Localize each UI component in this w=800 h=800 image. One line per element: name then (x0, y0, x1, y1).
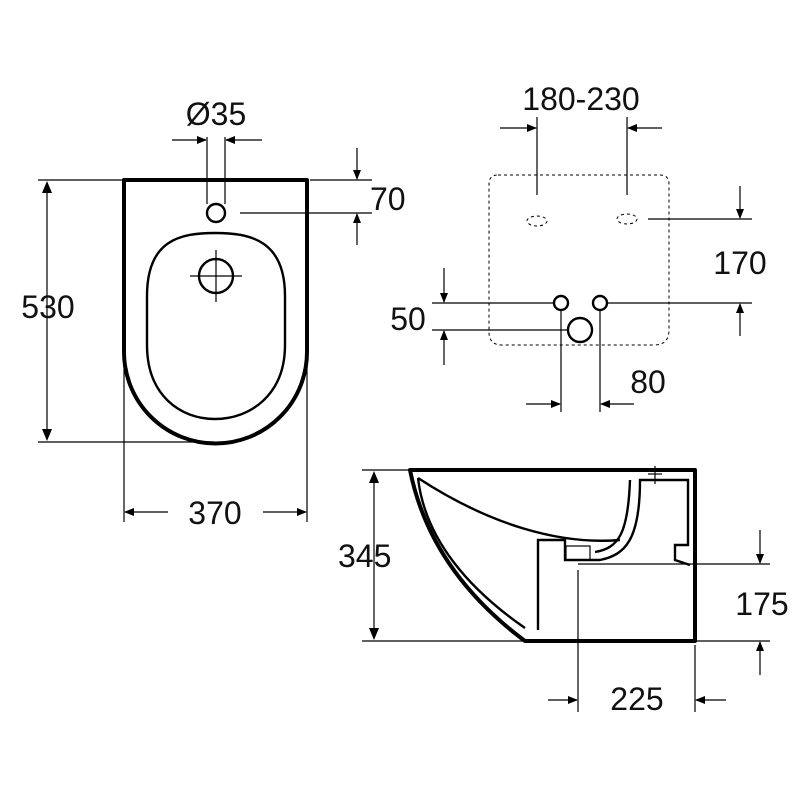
inner-spout (594, 479, 632, 554)
dim-depth: 530 (21, 289, 74, 325)
dim-width: 370 (188, 495, 241, 531)
top-view: Ø35 70 530 370 (21, 96, 405, 531)
dim-outlet-height: 175 (735, 586, 788, 622)
tap-hole (205, 202, 227, 224)
top-view-outline (122, 178, 309, 446)
supply-left (552, 294, 570, 312)
bowl-opening (145, 231, 287, 421)
dim-supply-offset: 50 (390, 301, 426, 337)
bowl-inner-wall (416, 477, 526, 629)
side-outer-profile (408, 468, 697, 643)
dim-bolt-spacing: 180-230 (522, 81, 639, 117)
mounting-outline (488, 174, 670, 346)
dim-height: 345 (338, 538, 391, 574)
side-view: 345 175 225 (338, 466, 789, 717)
inner-channel (536, 478, 691, 630)
dim-outlet-to-wall: 225 (610, 681, 663, 717)
supply-right (591, 294, 609, 312)
bolt-hole-left (526, 215, 548, 227)
dim-top-to-hole: 70 (370, 181, 406, 217)
side-connector (565, 545, 591, 561)
dim-hole-diameter: Ø35 (186, 96, 246, 132)
dim-supply-spacing: 80 (630, 364, 666, 400)
mounting-view: 180-230 170 50 80 (390, 81, 767, 412)
dim-bolt-to-supply: 170 (713, 245, 766, 281)
bowl-profile (417, 476, 621, 542)
waste-outlet (566, 316, 594, 344)
bolt-hole-right (616, 213, 638, 225)
